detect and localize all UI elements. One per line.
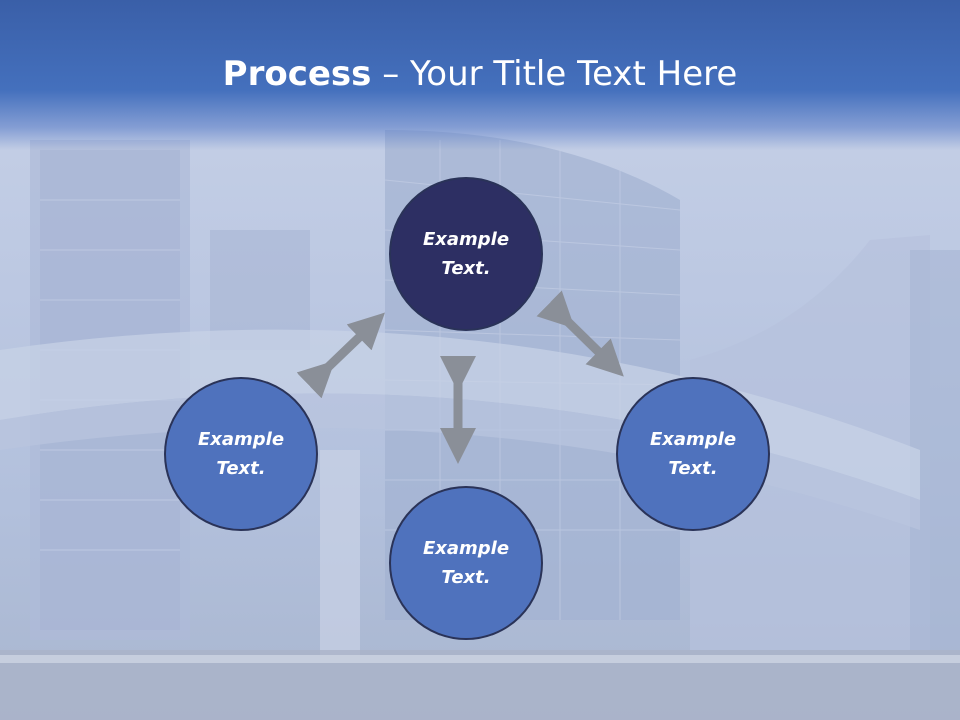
process-node-right[interactable]: Example Text.: [616, 377, 770, 531]
node-left-line2: Text.: [216, 458, 266, 479]
process-node-top[interactable]: Example Text.: [389, 177, 543, 331]
process-node-left[interactable]: Example Text.: [164, 377, 318, 531]
node-right-line2: Text.: [668, 458, 718, 479]
node-top-line2: Text.: [441, 258, 491, 279]
node-bottom-line2: Text.: [441, 567, 491, 588]
node-right-line1: Example: [649, 429, 737, 450]
process-node-bottom[interactable]: Example Text.: [389, 486, 543, 640]
arrow-top-left: [296, 312, 385, 399]
node-left-line1: Example: [197, 429, 285, 450]
arrow-top-right: [536, 290, 624, 377]
slide-title[interactable]: Process – Your Title Text Here: [0, 52, 960, 96]
node-top-line1: Example: [422, 229, 510, 250]
title-bar: [0, 0, 960, 150]
title-bold-part: Process: [222, 54, 372, 94]
title-rest: Your Title Text Here: [410, 54, 738, 94]
title-dash: –: [371, 54, 411, 94]
node-bottom-line1: Example: [422, 538, 510, 559]
